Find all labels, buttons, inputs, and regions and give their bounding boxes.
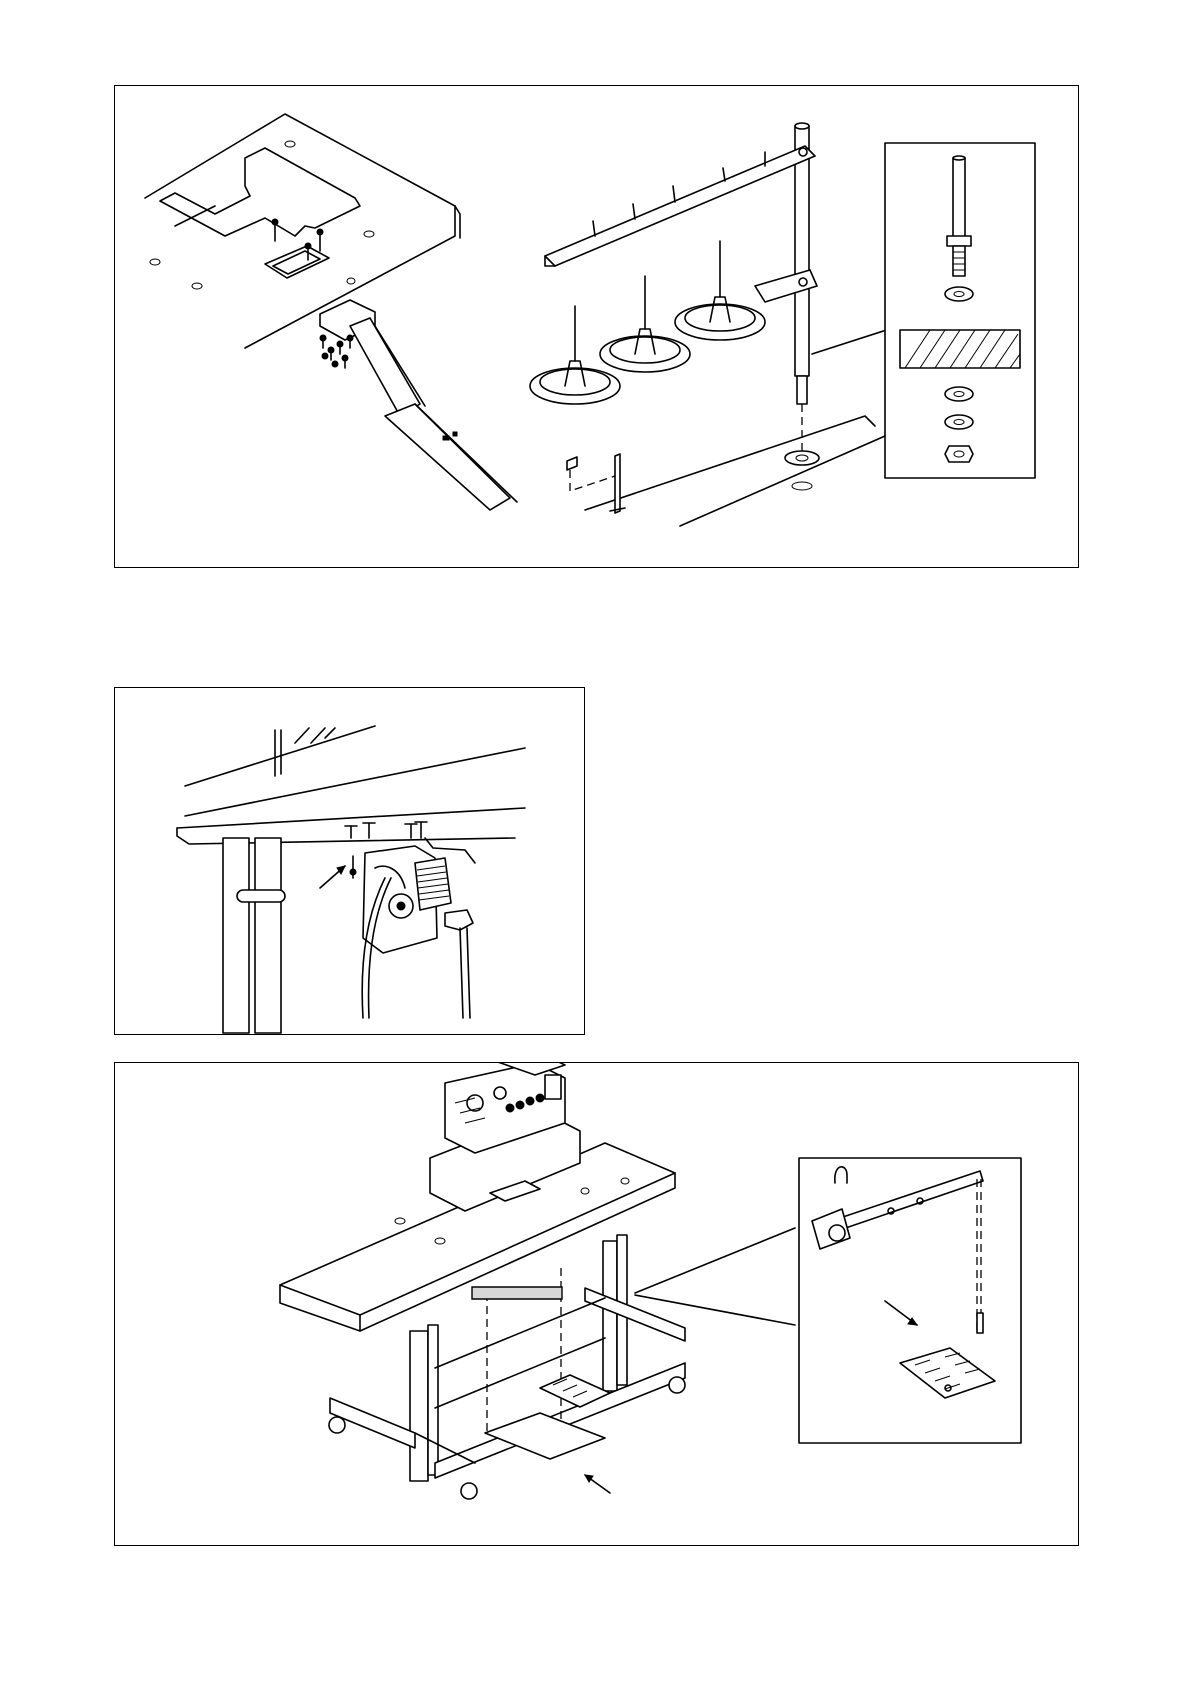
motor-drawing — [362, 846, 473, 1018]
pedal-installation-illustration — [115, 1063, 1079, 1546]
thread-stand-illustration — [115, 86, 1079, 568]
figure-motor-mounting — [114, 687, 585, 1035]
bracket-drawing — [320, 300, 517, 510]
figure-pedal-installation — [114, 1062, 1079, 1546]
motor-mounting-illustration — [115, 688, 585, 1035]
table-top-drawing — [145, 114, 460, 348]
pedal-detail-inset — [799, 1158, 1021, 1443]
bolt-icon — [320, 335, 353, 368]
washer-detail-inset — [885, 143, 1035, 478]
thread-stand-drawing — [530, 123, 885, 526]
spool-icon — [530, 241, 765, 404]
figure-thread-stand-installation — [114, 85, 1079, 568]
